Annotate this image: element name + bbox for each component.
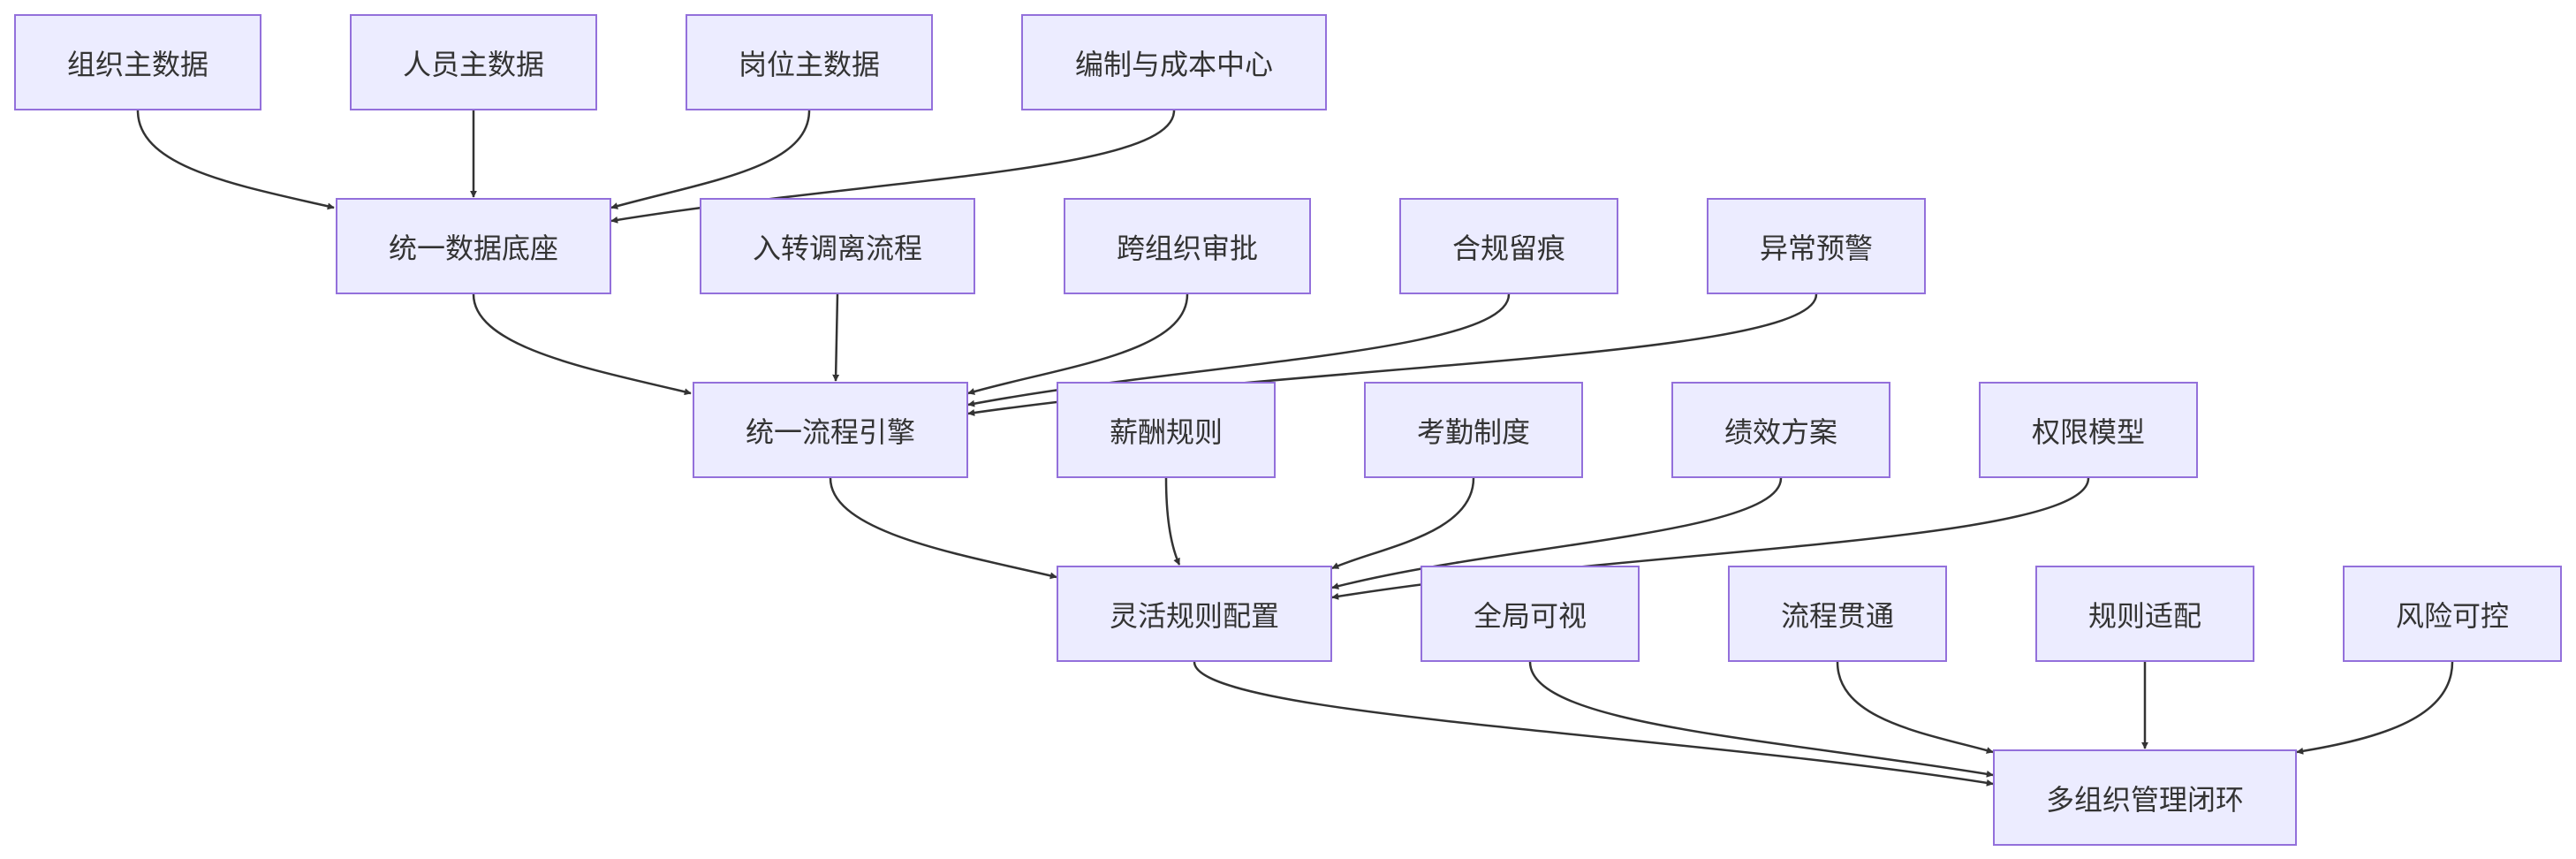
node-risk-control: 风险可控	[2343, 566, 2562, 662]
edge-data-base-to-flow-engine	[472, 293, 692, 396]
node-multi-org-closed-loop: 多组织管理闭环	[1993, 749, 2297, 846]
node-cross-org-approval: 跨组织审批	[1064, 198, 1311, 294]
edge-post-master-to-data-base	[610, 110, 811, 209]
edge-pay-rules-to-rule-config	[1164, 477, 1181, 566]
edge-risk-control-to-closed-loop	[2296, 661, 2454, 755]
edge-cross-approval-to-flow-engine	[967, 293, 1189, 395]
node-performance-plan: 绩效方案	[1671, 382, 1890, 478]
edge-rule-config-to-closed-loop	[1193, 661, 1994, 787]
node-rule-fit: 规则适配	[2035, 566, 2254, 662]
edge-global-view-to-closed-loop	[1528, 661, 1994, 778]
node-flow-through: 流程贯通	[1728, 566, 1947, 662]
edge-attendance-to-rule-config	[1331, 477, 1475, 570]
node-hr-lifecycle-flow: 入转调离流程	[700, 198, 975, 294]
node-org-master: 组织主数据	[14, 14, 261, 110]
node-compliance-trace: 合规留痕	[1399, 198, 1618, 294]
edge-flow-through-to-closed-loop	[1836, 661, 1994, 754]
node-unified-data-base: 统一数据底座	[336, 198, 611, 294]
edge-hr-flow-to-flow-engine	[832, 293, 840, 382]
node-person-master: 人员主数据	[350, 14, 597, 110]
node-anomaly-alert: 异常预警	[1707, 198, 1926, 294]
node-staffing-cost-center: 编制与成本中心	[1021, 14, 1327, 110]
edge-org-master-to-data-base	[136, 110, 335, 210]
node-attendance-policy: 考勤制度	[1364, 382, 1583, 478]
edge-performance-to-rule-config	[1331, 477, 1783, 590]
node-global-visibility: 全局可视	[1421, 566, 1640, 662]
node-unified-flow-engine: 统一流程引擎	[693, 382, 968, 478]
node-pay-rules: 薪酬规则	[1057, 382, 1276, 478]
node-permission-model: 权限模型	[1979, 382, 2198, 478]
node-post-master: 岗位主数据	[686, 14, 933, 110]
edge-flow-engine-to-rule-config	[829, 477, 1057, 580]
node-flexible-rule-config: 灵活规则配置	[1057, 566, 1332, 662]
